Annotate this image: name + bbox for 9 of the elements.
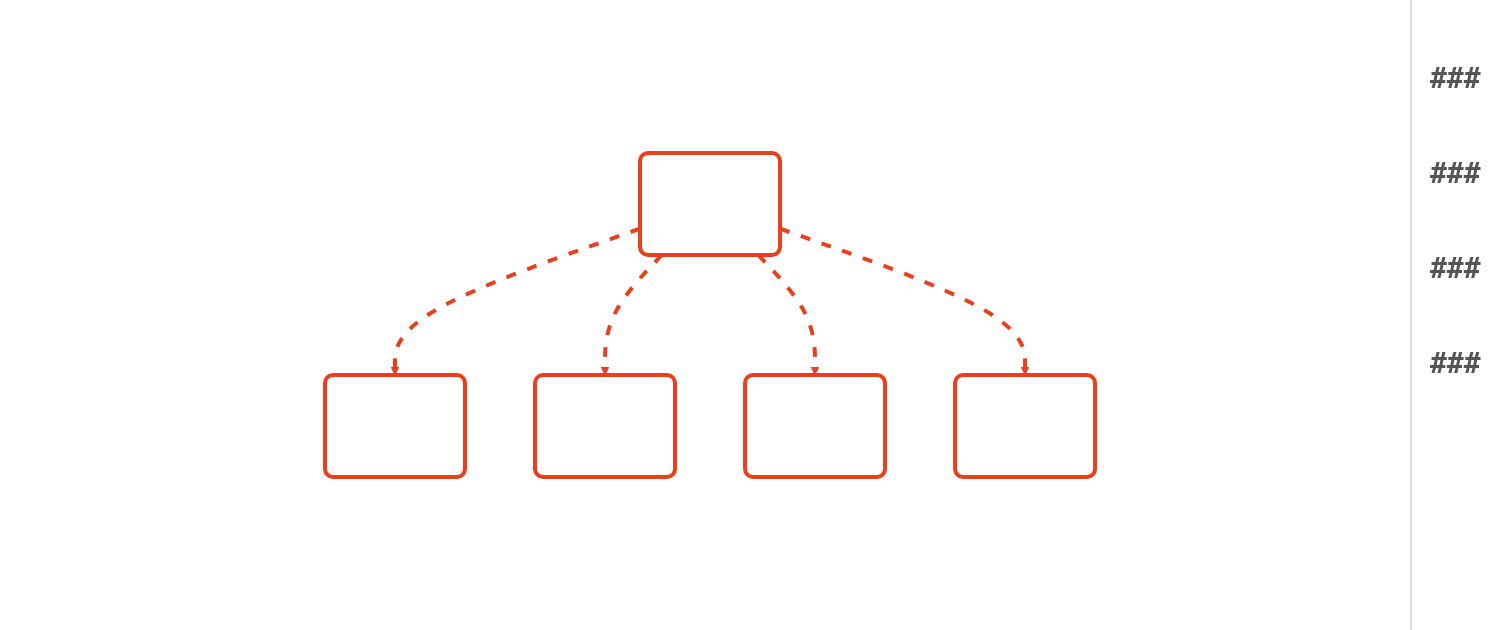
node-box — [322, 373, 467, 479]
heading-marker: ### — [1430, 157, 1481, 190]
heading-marker: ### — [1430, 347, 1481, 380]
heading-marker: ### — [1430, 62, 1481, 95]
node-box — [743, 373, 887, 479]
heading-marker: ### — [1430, 252, 1481, 285]
node-box — [533, 373, 677, 479]
node-box — [638, 151, 782, 257]
node-box — [953, 373, 1098, 479]
